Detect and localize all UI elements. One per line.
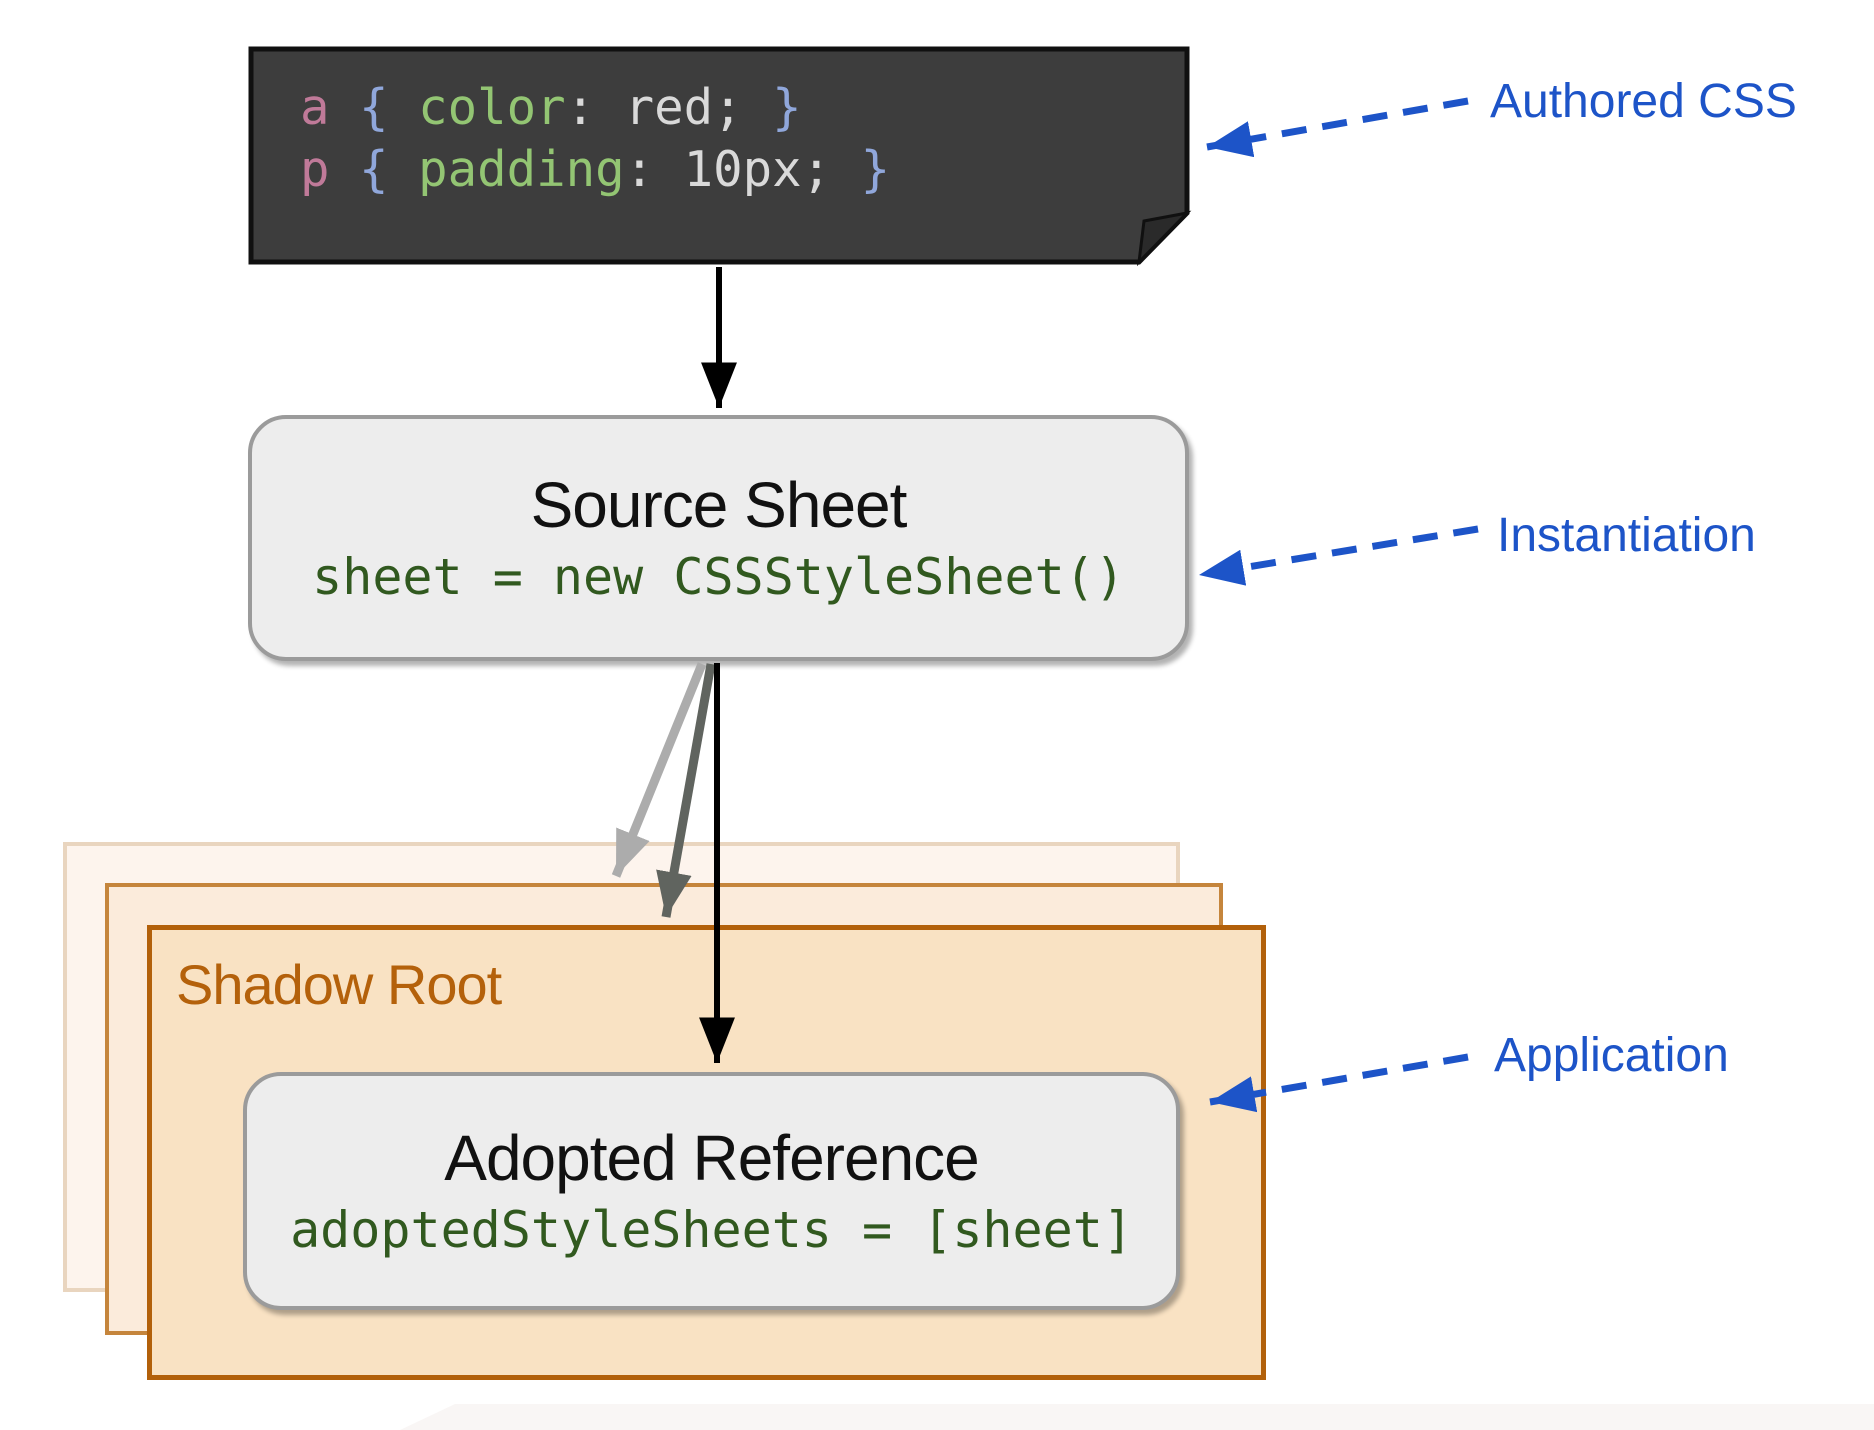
code-line: a { color: red; }	[300, 79, 802, 136]
annotation-application: Application	[1494, 1029, 1729, 1082]
code-line: p { padding: 10px; }	[300, 141, 891, 198]
background-band	[400, 1404, 1874, 1430]
shadow-root-label: Shadow Root	[176, 953, 502, 1016]
note-fold-corner-icon	[1136, 210, 1192, 267]
adopted-reference-title: Adopted Reference	[444, 1121, 979, 1194]
source-sheet-code: sheet = new CSSStyleSheet()	[312, 548, 1125, 607]
arrow-instantiation-annotation	[1198, 525, 1479, 586]
authored-css-code: a { color: red; }p { padding: 10px; }	[300, 77, 1100, 201]
adopted-reference-code: adoptedStyleSheets = [sheet]	[290, 1201, 1133, 1260]
annotation-authored-css: Authored CSS	[1490, 75, 1797, 128]
source-sheet-title: Source Sheet	[530, 468, 908, 541]
adopted-reference-box: Adopted Reference adoptedStyleSheets = […	[243, 1072, 1180, 1310]
annotation-instantiation: Instantiation	[1497, 509, 1756, 562]
arrow-authored-css-annotation	[1206, 97, 1469, 158]
source-sheet-box: Source Sheet sheet = new CSSStyleSheet()	[248, 415, 1189, 661]
